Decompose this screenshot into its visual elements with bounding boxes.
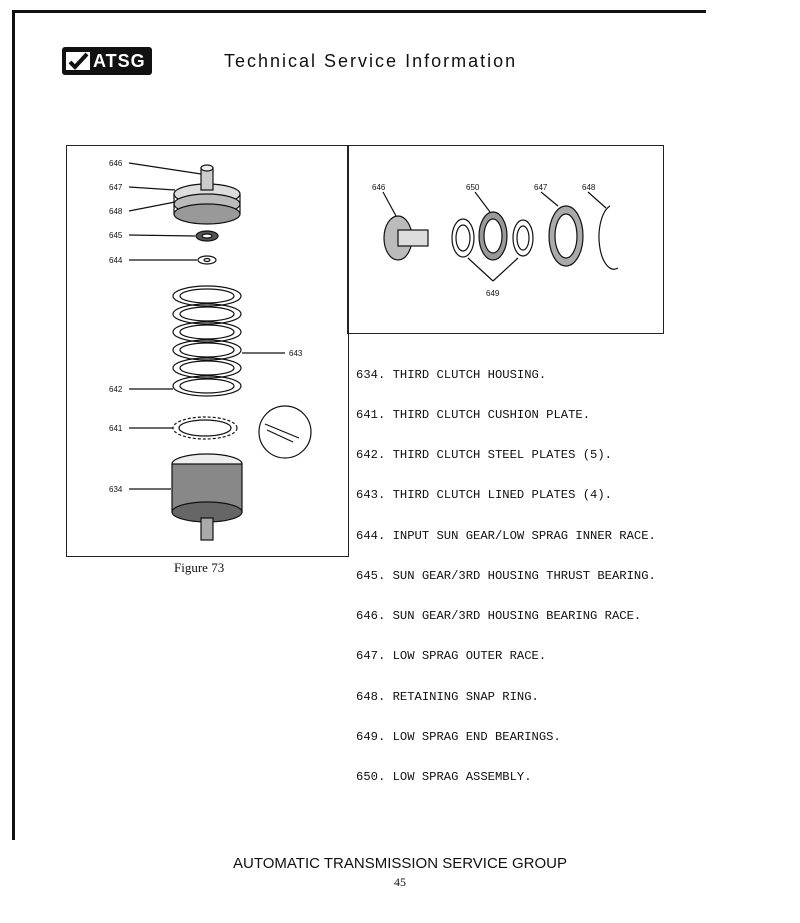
legend-item: 650. LOW SPRAG ASSEMBLY. xyxy=(356,770,532,784)
atsg-logo: ATSG xyxy=(62,47,152,75)
figure-caption: Figure 73 xyxy=(174,560,225,575)
callout-641: 641 xyxy=(109,424,123,433)
callout-645: 645 xyxy=(109,231,123,240)
page-title: Technical Service Information xyxy=(224,51,518,71)
top-rule xyxy=(12,10,706,13)
callout-right-648: 648 xyxy=(582,183,596,192)
legend-item: 646. SUN GEAR/3RD HOUSING BEARING RACE. xyxy=(356,609,642,624)
callout-648: 648 xyxy=(109,207,123,216)
exploded-view-right: 646 650 647 648 649 xyxy=(347,145,664,334)
callout-634: 634 xyxy=(109,485,123,494)
legend-item: 649. LOW SPRAG END BEARINGS. xyxy=(356,729,561,744)
legend-item: 647. LOW SPRAG OUTER RACE. xyxy=(356,649,547,664)
legend-item: 648. RETAINING SNAP RING. xyxy=(356,689,539,704)
footer-org: AUTOMATIC TRANSMISSION SERVICE GROUP xyxy=(233,855,567,872)
logo-text: ATSG xyxy=(93,50,146,71)
callout-644: 644 xyxy=(109,256,123,265)
callout-643: 643 xyxy=(289,349,303,358)
legend-item: 642. THIRD CLUTCH STEEL PLATES (5). xyxy=(356,448,612,463)
callout-646: 646 xyxy=(109,159,123,168)
sprag-assembly-drawing: 646 650 647 648 649 xyxy=(372,183,619,298)
callout-right-646: 646 xyxy=(372,183,386,192)
legend-item: 645. SUN GEAR/3RD HOUSING THRUST BEARING… xyxy=(356,568,656,583)
legend-item: 641. THIRD CLUTCH CUSHION PLATE. xyxy=(356,408,591,423)
callout-right-650: 650 xyxy=(466,183,480,192)
legend-item: 634. THIRD CLUTCH HOUSING. xyxy=(356,367,547,382)
checkmark-icon xyxy=(66,52,90,70)
callout-right-649: 649 xyxy=(486,289,500,298)
exploded-view-left: 646 647 648 645 644 643 642 641 634 xyxy=(66,145,349,557)
legend-item: 644. INPUT SUN GEAR/LOW SPRAG INNER RACE… xyxy=(356,528,656,543)
parts-legend: 634. THIRD CLUTCH HOUSING. 641. THIRD CL… xyxy=(356,342,656,798)
left-rule xyxy=(12,10,15,840)
callout-642: 642 xyxy=(109,385,123,394)
callout-647: 647 xyxy=(109,183,123,192)
clutch-stack-drawing: 646 647 648 645 644 643 642 641 634 xyxy=(109,159,312,541)
callout-right-647: 647 xyxy=(534,183,548,192)
page-number: 45 xyxy=(394,875,406,889)
legend-item: 643. THIRD CLUTCH LINED PLATES (4). xyxy=(356,488,612,503)
